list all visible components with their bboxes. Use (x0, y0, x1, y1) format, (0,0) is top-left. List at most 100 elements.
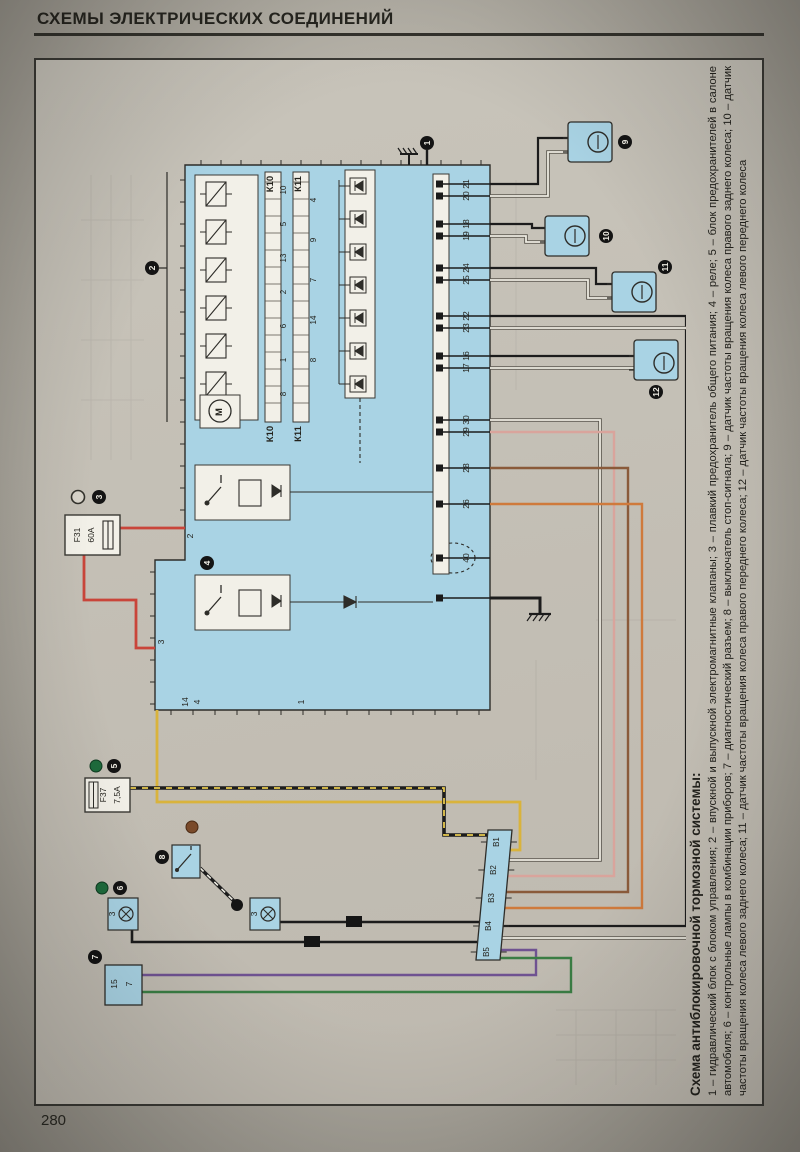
svg-text:7: 7 (90, 954, 100, 959)
svg-text:5: 5 (279, 221, 288, 226)
svg-text:4: 4 (309, 197, 318, 202)
wire-orange (490, 502, 644, 910)
ecu-top-pins (200, 160, 482, 165)
callout-1: 1 (420, 136, 434, 165)
svg-text:28: 28 (461, 463, 471, 473)
wiring-diagram-svg: К10 К10 К11 К11 10 5 13 2 6 1 8 4 9 (64, 121, 696, 1085)
junction-connector-strip: В1 В2 В3 В4 В5 (470, 829, 517, 961)
lamp-left-label: 3 (107, 911, 117, 916)
svg-text:29: 29 (461, 427, 471, 437)
svg-text:В4: В4 (484, 921, 493, 931)
callout-7: 7 (88, 950, 102, 964)
diagnostic-connector: 15 7 (104, 964, 143, 1006)
ecu-right-pin-strip: 21 20 18 19 24 25 22 23 16 17 30 29 28 2… (432, 173, 490, 602)
fuse-f31-rating: 60А (86, 527, 96, 542)
black-dot (231, 899, 243, 911)
sensor-rear-left (540, 215, 590, 257)
stop-lamp-switch (171, 844, 201, 879)
svg-text:20: 20 (461, 191, 471, 201)
svg-text:9: 9 (309, 237, 318, 242)
svg-text:18: 18 (461, 219, 471, 229)
svg-text:25: 25 (461, 275, 471, 285)
ground-top (397, 147, 418, 165)
svg-text:12: 12 (651, 387, 661, 397)
green-dot-2 (95, 881, 109, 895)
callout-5: 5 (107, 759, 121, 773)
ecu-left-pins (180, 179, 185, 511)
svg-text:22: 22 (461, 311, 471, 321)
ecu-bottom-pins (170, 710, 480, 715)
ground-bottom (490, 596, 551, 622)
svg-text:24: 24 (461, 263, 471, 273)
svg-text:30: 30 (461, 415, 471, 425)
svg-text:В1: В1 (492, 837, 501, 847)
svg-text:В5: В5 (482, 947, 491, 957)
svg-text:4: 4 (202, 560, 212, 565)
svg-text:В2: В2 (489, 865, 498, 875)
wire-striped-white (198, 866, 239, 906)
wire-splice-1 (346, 916, 362, 927)
brown-dot (185, 820, 199, 834)
motor-label: М (214, 408, 225, 416)
page-title: СХЕМЫ ЭЛЕКТРИЧЕСКИХ СОЕДИНЕНИЙ (37, 9, 394, 28)
diag-pin-15: 15 (109, 979, 119, 989)
svg-text:10: 10 (601, 231, 611, 241)
fuse-f31-name: F31 (72, 527, 82, 542)
svg-text:19: 19 (461, 231, 471, 241)
svg-text:9: 9 (620, 139, 630, 144)
svg-text:1: 1 (422, 140, 432, 145)
fuse-f37-rating: 7,5А (112, 786, 122, 804)
svg-text:11: 11 (660, 262, 670, 271)
terminal-ring (70, 489, 86, 505)
callout-3: 3 (92, 490, 106, 504)
callout-4: 4 (200, 556, 214, 570)
ecu-block: К10 К10 К11 К11 10 5 13 2 6 1 8 4 9 (150, 160, 491, 715)
diode-block (338, 169, 376, 399)
callout-11: 11 (658, 260, 672, 274)
svg-text:8: 8 (309, 357, 318, 362)
internal-relay-1 (194, 464, 291, 521)
svg-text:В3: В3 (487, 893, 496, 903)
header-underline (34, 33, 764, 36)
callout-12: 12 (649, 385, 663, 399)
svg-text:8: 8 (157, 854, 167, 859)
diagram-frame: К10 К10 К11 К11 10 5 13 2 6 1 8 4 9 (34, 58, 764, 1106)
svg-text:6: 6 (115, 885, 125, 890)
ecu-right-pin-numbers: 21 20 18 19 24 25 22 23 16 17 30 29 28 2… (461, 179, 471, 563)
pump-motor-symbol: М (199, 394, 241, 429)
svg-text:17: 17 (461, 363, 471, 373)
wire-pink (490, 430, 616, 878)
caption-heading: Схема антиблокировочной тормозной систем… (688, 772, 703, 1096)
green-dot-1 (89, 759, 103, 773)
fuse-f37: F37 7,5А (84, 777, 131, 813)
callout-6: 6 (113, 881, 127, 895)
ecu-pin-1: 1 (296, 699, 306, 704)
diagram-caption: Схема антиблокировочной тормозной систем… (688, 66, 758, 1096)
wire-black-lamps (130, 920, 479, 944)
svg-text:21: 21 (461, 179, 471, 189)
ecu-pin-14: 14 (180, 697, 190, 707)
wire-red (82, 526, 185, 650)
svg-text:2: 2 (279, 289, 288, 294)
svg-text:26: 26 (461, 499, 471, 509)
k11-label-top: К11 (293, 175, 304, 192)
valve-relay-block (194, 174, 259, 421)
internal-relay-2 (194, 574, 291, 631)
ecu-pin-3: 3 (156, 639, 166, 644)
k10-label-top: К10 (265, 176, 276, 192)
lamp-right-label: 3 (249, 911, 259, 916)
fuse-f37-name: F37 (98, 787, 108, 802)
sensor-front-right (607, 271, 657, 313)
svg-text:13: 13 (279, 253, 288, 262)
ecu-pin-4: 4 (192, 699, 202, 704)
k11-strip: К11 К11 (292, 171, 310, 442)
wire-green (142, 956, 573, 994)
sensor-rear-right (563, 121, 613, 163)
warning-lamp-left: 3 (107, 897, 139, 931)
svg-text:14: 14 (309, 315, 318, 324)
svg-text:23: 23 (461, 323, 471, 333)
svg-text:16: 16 (461, 351, 471, 361)
svg-text:7: 7 (309, 277, 318, 282)
svg-text:10: 10 (279, 185, 288, 194)
svg-text:2: 2 (147, 265, 157, 270)
